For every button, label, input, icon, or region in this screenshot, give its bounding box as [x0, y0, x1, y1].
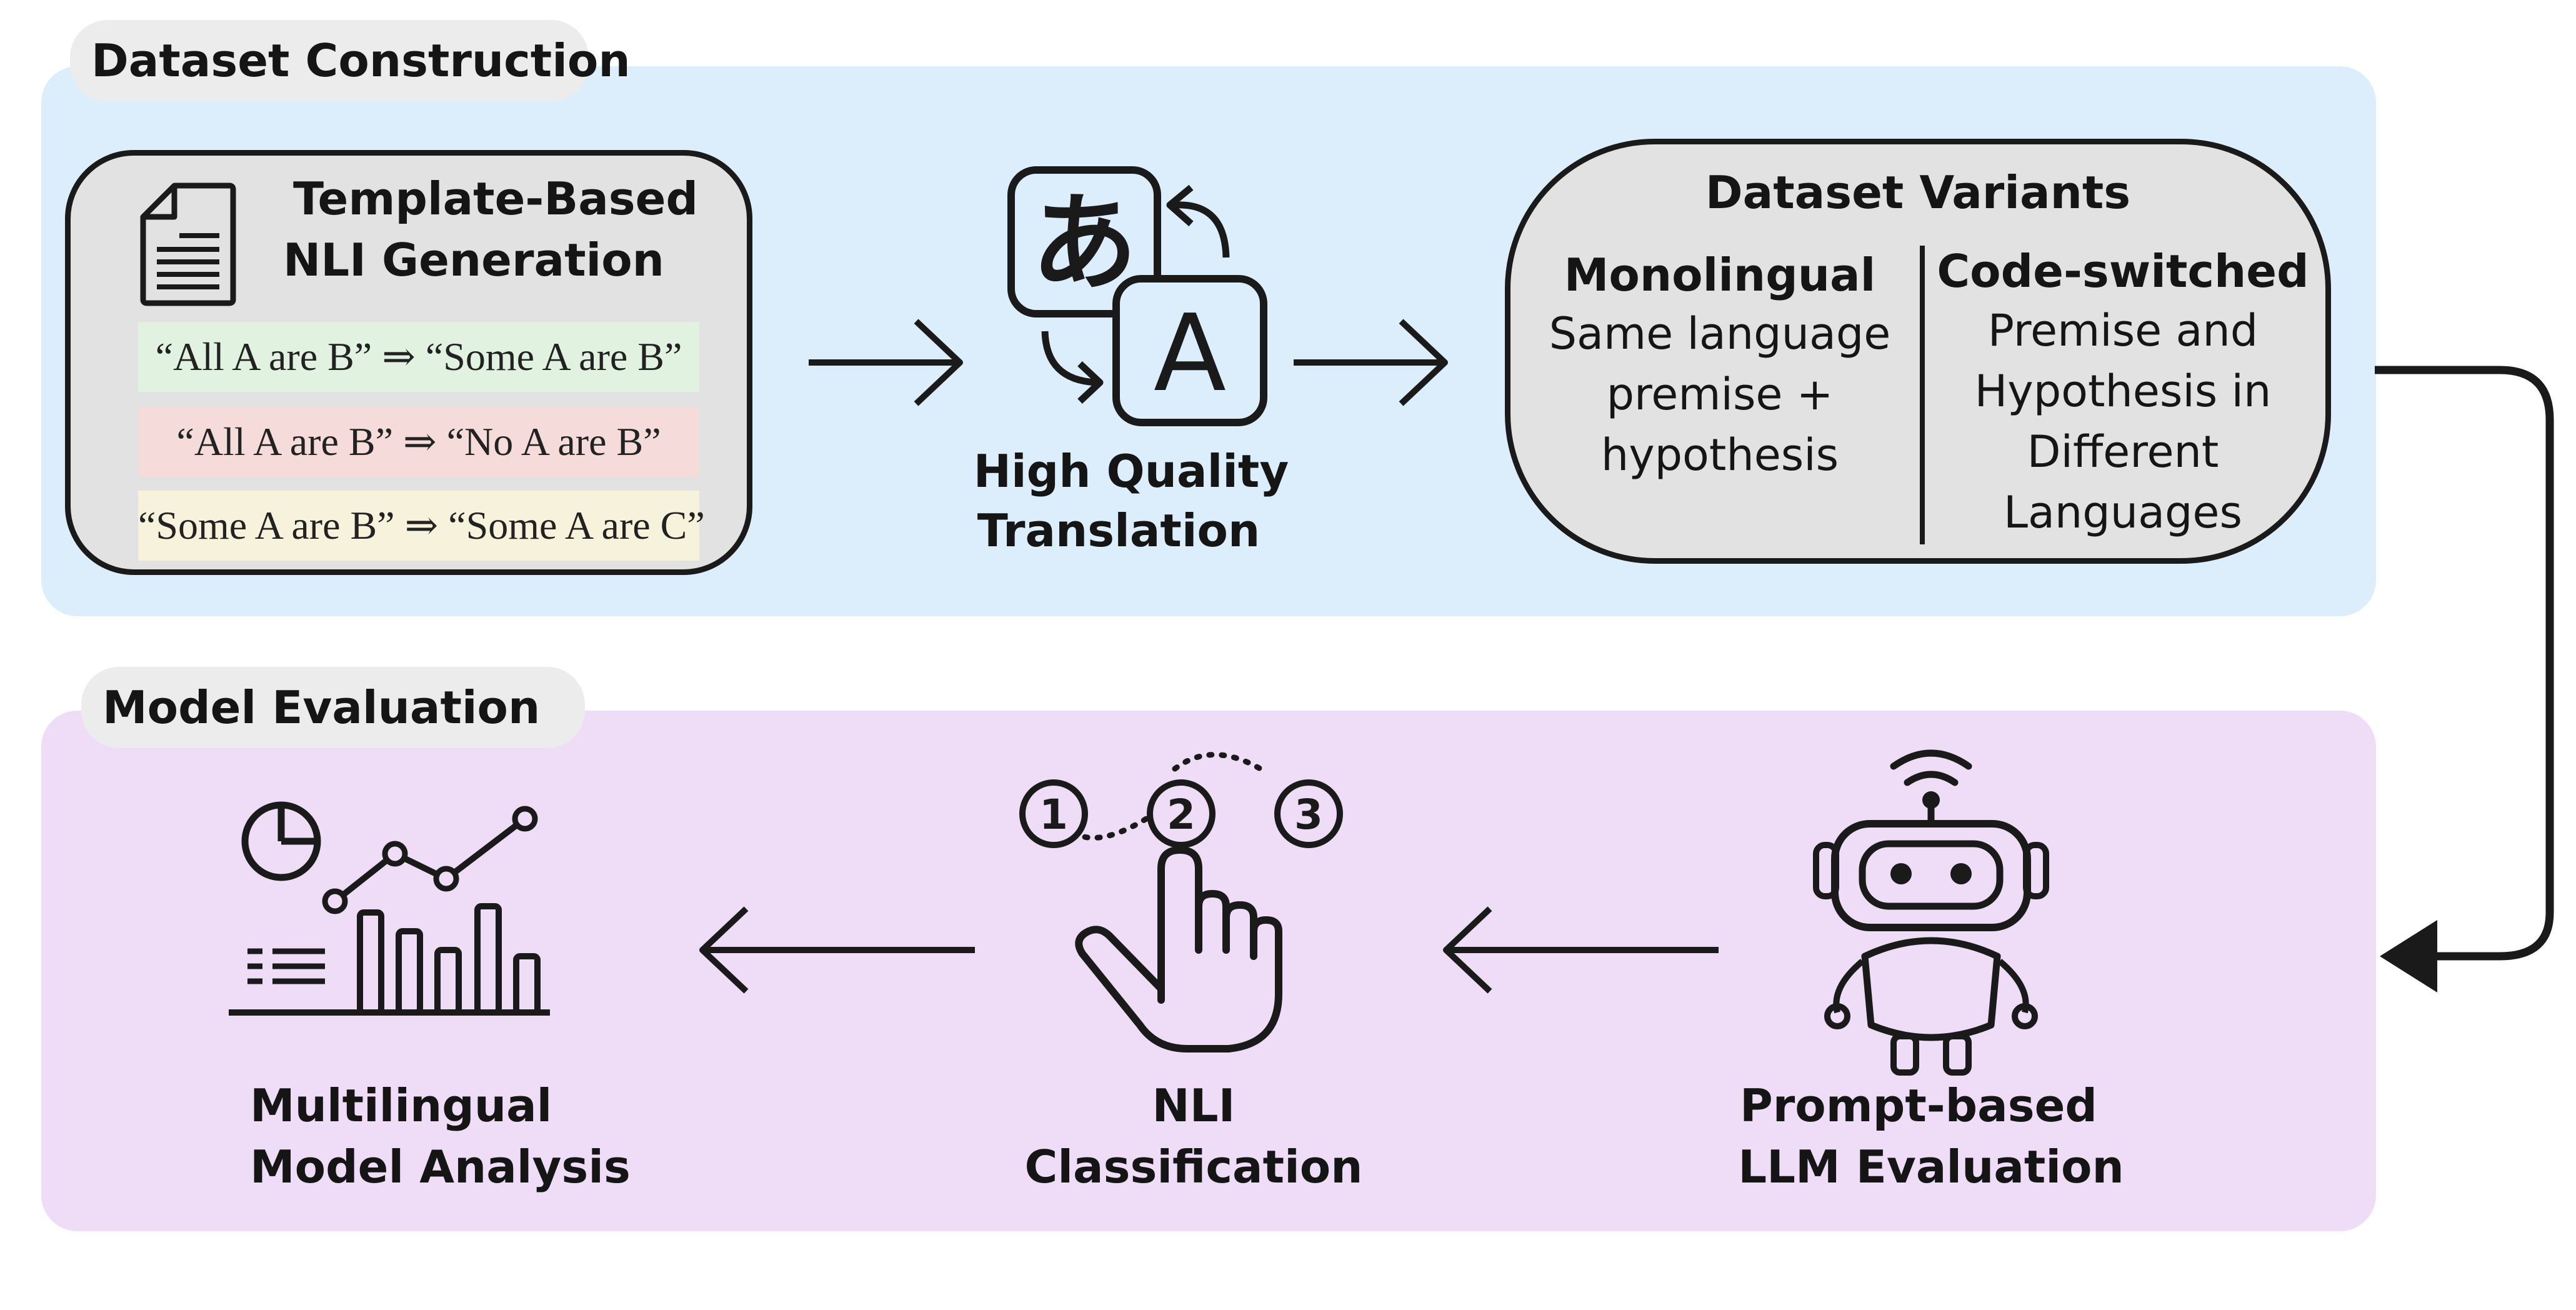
svg-text:2: 2 — [1167, 791, 1196, 839]
classification-label-line2: Classification — [1024, 1141, 1363, 1193]
variants-divider — [1920, 246, 1925, 544]
codeswitched-desc-line2: Hypothesis in — [1974, 366, 2272, 417]
template-example-neutral: “Some A are B” ⇒ “Some A are C” — [138, 491, 705, 561]
translation-label-line1: High Quality — [973, 445, 1289, 498]
connector-arrow-icon — [2375, 366, 2554, 992]
monolingual-desc-line3: hypothesis — [1600, 429, 1839, 481]
analytics-icon — [229, 801, 550, 1016]
dataset-variants-card: Dataset Variants Monolingual Same langua… — [1505, 139, 2331, 564]
robot-icon — [1813, 749, 2049, 1076]
step-3-marker: 3 — [1274, 779, 1343, 848]
llm-evaluation-label-line1: Prompt-based — [1740, 1079, 2097, 1132]
codeswitched-title: Code-switched — [1937, 245, 2309, 298]
codeswitched-desc-line1: Premise and — [1987, 305, 2259, 356]
codeswitched-desc-line4: Languages — [2004, 487, 2242, 538]
variants-card-title: Dataset Variants — [1705, 166, 2131, 219]
tap-hand-icon: 1 2 3 — [1019, 752, 1343, 1052]
classification-label-line1: NLI — [1152, 1079, 1236, 1132]
template-example-contradiction: “All A are B” ⇒ “No A are B” — [138, 407, 699, 477]
llm-evaluation-label-line2: LLM Evaluation — [1738, 1141, 2124, 1193]
document-icon — [140, 182, 236, 306]
step-1-marker: 1 — [1019, 779, 1088, 848]
model-evaluation-title: Model Evaluation — [81, 667, 585, 748]
arrow-right-icon — [809, 319, 963, 406]
template-example-entailment: “All A are B” ⇒ “Some A are B” — [138, 322, 699, 392]
translate-icon: あ A — [1007, 166, 1267, 426]
template-generation-card: Template-Based NLI Generation “All A are… — [65, 150, 752, 575]
arrow-right-icon — [1294, 319, 1448, 406]
analysis-label-line2: Model Analysis — [250, 1141, 631, 1193]
monolingual-desc-line1: Same language — [1549, 308, 1891, 359]
codeswitched-desc-line3: Different — [2027, 426, 2219, 478]
svg-text:3: 3 — [1294, 791, 1323, 839]
monolingual-desc-line2: premise + — [1606, 369, 1834, 420]
arrow-left-icon — [1443, 906, 1719, 994]
translation-label-line2: Translation — [977, 504, 1261, 557]
monolingual-title: Monolingual — [1564, 249, 1876, 301]
translate-target-glyph: A — [1154, 292, 1226, 416]
template-card-title-line2: NLI Generation — [283, 234, 664, 286]
analysis-label-line1: Multilingual — [250, 1079, 552, 1132]
svg-text:1: 1 — [1039, 791, 1068, 839]
template-card-title-line1: Template-Based — [292, 172, 699, 225]
arrow-left-icon — [699, 906, 975, 994]
dataset-construction-title: Dataset Construction — [70, 20, 631, 101]
step-2-marker: 2 — [1147, 779, 1216, 848]
